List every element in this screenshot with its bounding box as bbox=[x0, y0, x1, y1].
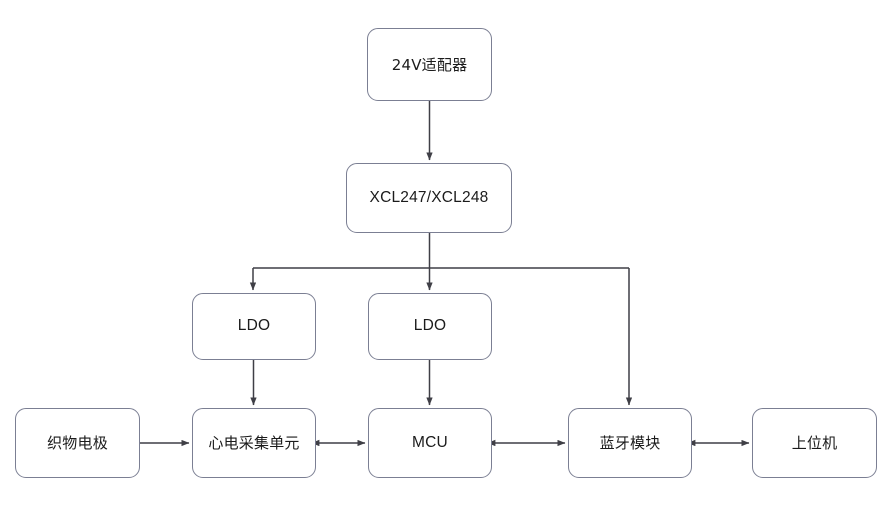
node-ldo-left-label: LDO bbox=[237, 317, 271, 335]
node-bluetooth-module[interactable]: 蓝牙模块 bbox=[568, 408, 692, 478]
node-mcu-label: MCU bbox=[412, 433, 448, 451]
node-host-computer-label: 上位机 bbox=[791, 434, 838, 452]
node-xcl247-xcl248[interactable]: XCL247/XCL248 bbox=[346, 163, 512, 233]
node-fabric-electrode-label: 织物电极 bbox=[47, 434, 108, 452]
node-ldo-left[interactable]: LDO bbox=[192, 293, 316, 360]
node-ldo-right-label: LDO bbox=[413, 317, 447, 335]
node-ecg-acquisition-unit-label: 心电采集单元 bbox=[208, 434, 300, 452]
node-adapter[interactable]: 24V适配器 bbox=[367, 28, 492, 101]
node-xcl247-xcl248-label: XCL247/XCL248 bbox=[369, 188, 489, 206]
node-mcu[interactable]: MCU bbox=[368, 408, 492, 478]
node-ldo-right[interactable]: LDO bbox=[368, 293, 492, 360]
node-bluetooth-module-label: 蓝牙模块 bbox=[599, 434, 661, 452]
node-host-computer[interactable]: 上位机 bbox=[752, 408, 877, 478]
node-ecg-acquisition-unit[interactable]: 心电采集单元 bbox=[192, 408, 316, 478]
node-adapter-label: 24V适配器 bbox=[391, 55, 468, 74]
node-fabric-electrode[interactable]: 织物电极 bbox=[15, 408, 140, 478]
